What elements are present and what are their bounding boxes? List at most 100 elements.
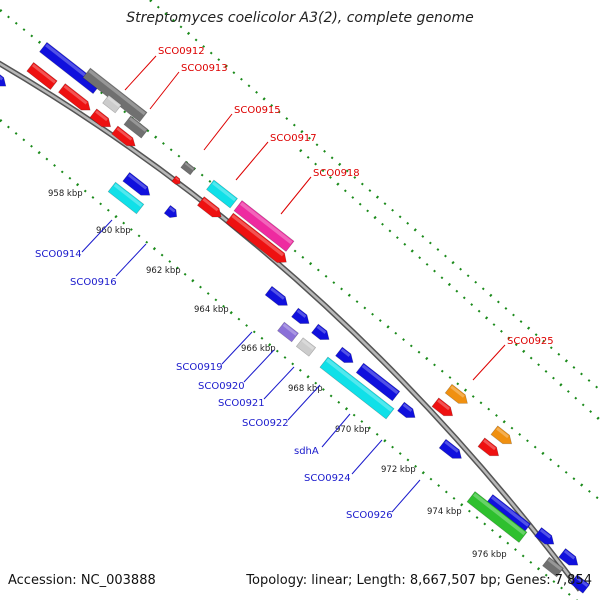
gene-feature xyxy=(196,196,222,218)
tick-mark xyxy=(378,319,382,322)
gene-feature-highlight xyxy=(296,309,307,318)
tick-mark xyxy=(572,477,576,481)
gene-feature xyxy=(171,175,181,185)
scale-label: 974 kbp xyxy=(427,507,462,517)
tick-mark xyxy=(30,144,33,148)
tick-mark xyxy=(409,344,413,348)
gene-feature xyxy=(111,125,136,147)
gene-features xyxy=(0,41,591,594)
tick-mark xyxy=(355,300,359,304)
tick-mark xyxy=(0,119,3,123)
tick-mark xyxy=(514,343,518,347)
tick-mark xyxy=(467,509,471,513)
tick-mark xyxy=(122,221,126,225)
tick-mark xyxy=(358,202,362,206)
tick-mark xyxy=(277,110,281,114)
gene-feature xyxy=(233,200,295,252)
tick-mark xyxy=(413,228,417,232)
tick-mark xyxy=(152,247,157,251)
tick-mark xyxy=(536,567,541,571)
leader-line xyxy=(391,479,421,513)
tick-mark xyxy=(275,349,279,353)
tick-mark xyxy=(574,396,578,400)
gene-feature xyxy=(277,321,299,343)
gene-feature xyxy=(466,491,528,543)
tick-mark xyxy=(298,368,302,372)
tick-mark xyxy=(194,38,198,42)
tick-mark xyxy=(433,363,436,367)
tick-mark xyxy=(444,254,447,258)
gene-feature xyxy=(291,307,310,324)
gene-feature xyxy=(431,397,454,417)
gene-feature-highlight xyxy=(402,403,413,412)
tick-mark xyxy=(448,376,452,379)
tick-mark xyxy=(37,151,41,155)
gene-feature xyxy=(26,62,58,90)
tick-mark xyxy=(360,420,364,423)
tick-mark xyxy=(270,104,274,107)
tick-mark xyxy=(373,215,377,220)
gene-feature-highlight xyxy=(95,110,108,122)
tick-mark xyxy=(495,414,498,417)
gene-label-sco0924: SCO0924 xyxy=(304,473,351,484)
gene-feature-highlight xyxy=(63,84,88,105)
tick-mark xyxy=(300,130,304,134)
tick-mark xyxy=(471,395,475,398)
scale-label: 962 kbp xyxy=(146,266,181,276)
tick-mark xyxy=(315,143,319,147)
gene-feature xyxy=(397,401,416,418)
tick-mark xyxy=(552,580,556,583)
tick-mark xyxy=(45,157,49,161)
tick-mark xyxy=(477,309,481,313)
leader-line xyxy=(221,331,253,365)
tick-mark xyxy=(414,464,418,468)
gene-feature-highlight xyxy=(547,558,563,571)
tick-mark xyxy=(398,452,402,455)
tick-mark xyxy=(316,268,320,272)
gene-feature-highlight xyxy=(282,323,298,336)
tick-mark xyxy=(459,267,462,271)
tick-mark xyxy=(206,292,210,295)
tick-mark xyxy=(347,293,351,297)
tick-mark xyxy=(595,385,599,389)
tick-mark xyxy=(383,202,387,206)
scale-labels: 958 kbp 960 kbp 962 kbp 964 kbp 966 kbp … xyxy=(48,189,507,560)
tick-mark xyxy=(406,458,410,462)
tick-mark xyxy=(338,162,342,167)
scale-label: 970 kbp xyxy=(335,425,370,435)
tick-mark xyxy=(292,123,296,127)
tick-mark xyxy=(255,90,258,94)
tick-mark xyxy=(383,439,387,443)
scale-label: 958 kbp xyxy=(48,189,83,199)
tick-mark xyxy=(406,221,410,225)
gene-feature xyxy=(477,437,500,457)
tick-mark xyxy=(172,18,175,22)
tick-mark xyxy=(542,339,546,343)
gene-feature xyxy=(355,362,401,402)
tick-mark xyxy=(332,281,336,285)
tick-mark xyxy=(237,317,241,321)
tick-mark xyxy=(428,241,432,245)
gene-feature-highlight xyxy=(539,528,552,539)
leader-line xyxy=(149,71,180,110)
tick-mark xyxy=(156,5,160,9)
gene-feature xyxy=(264,285,288,306)
gene-feature-highlight xyxy=(270,287,285,300)
tick-mark xyxy=(444,490,448,494)
gene-feature-highlight xyxy=(107,96,120,108)
gene-feature-highlight xyxy=(472,492,526,536)
gene-feature xyxy=(122,172,151,196)
tick-mark xyxy=(552,376,555,380)
tick-mark xyxy=(209,51,213,55)
leader-line xyxy=(321,413,351,448)
tick-mark xyxy=(330,156,334,160)
leader-line xyxy=(115,243,147,277)
gene-feature xyxy=(542,556,564,578)
tick-mark xyxy=(0,8,3,13)
gene-feature-highlight xyxy=(168,206,176,213)
tick-mark xyxy=(353,176,357,179)
gene-feature-highlight xyxy=(437,399,450,411)
gene-feature-highlight xyxy=(184,162,194,171)
gene-labels: SCO0912 SCO0913 SCO0915 SCO0917 SCO0918 … xyxy=(35,46,554,521)
tick-mark xyxy=(395,236,399,240)
